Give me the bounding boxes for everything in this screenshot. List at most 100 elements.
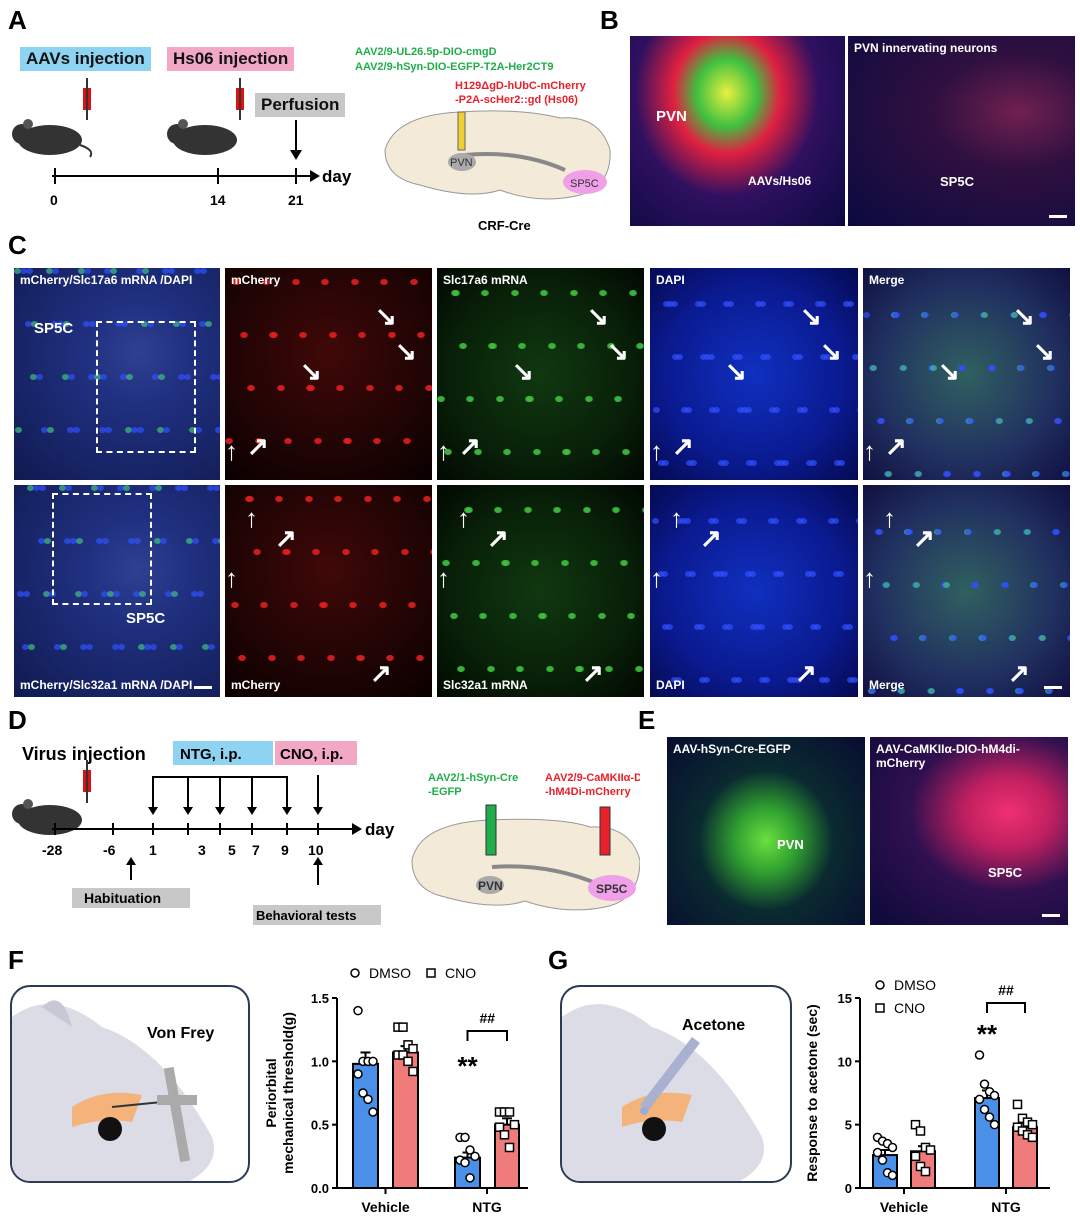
virus-red-1: H129ΔgD-hUbC-mCherry <box>455 80 587 92</box>
von-frey-cartoon: Von Frey <box>10 985 250 1183</box>
hash-annotation: ## <box>479 1010 495 1026</box>
arrow-icon: ↘ <box>300 356 322 386</box>
data-point-dmso <box>887 1142 898 1153</box>
arrow-icon: ↗ <box>672 431 694 461</box>
zoom-region-box <box>52 493 152 605</box>
data-point-cno <box>494 1122 505 1132</box>
perfusion-box: Perfusion <box>255 93 346 117</box>
data-point-cno <box>398 1050 408 1060</box>
channel-label: mCherry <box>231 273 281 287</box>
arrow-icon: ↑ <box>437 563 450 593</box>
micrograph-pvn: PVN AAVs/Hs06 <box>630 36 845 226</box>
channel-label: DAPI <box>656 678 685 692</box>
data-point-dmso <box>974 1094 985 1105</box>
data-point-cno <box>915 1161 926 1172</box>
arrow-icon: ↘ <box>1013 301 1035 331</box>
panel-d-schematic: Virus injection NTG, i.p. CNO, i.p. day … <box>12 741 640 925</box>
data-point-cno <box>915 1126 926 1136</box>
data-point-cno <box>925 1145 936 1155</box>
legend-marker-cno <box>875 1003 885 1013</box>
x-tick-label: Vehicle <box>880 1199 928 1215</box>
y-tick-label: 15 <box>838 991 852 1006</box>
arrow-icon: ↑ <box>650 436 663 466</box>
channel-label: Merge <box>869 273 905 287</box>
data-point-cno <box>920 1166 931 1177</box>
virus-red-2: -P2A-scHer2::gd (Hs06) <box>455 94 578 106</box>
syringe-icon <box>83 78 91 120</box>
hm4di-title-1: AAV-CaMKIIα-DIO-hM4di- <box>876 742 1020 756</box>
data-point-dmso <box>368 1107 378 1117</box>
tick: 1 <box>149 842 157 858</box>
y-tick-label: 0.5 <box>311 1118 329 1133</box>
data-point-cno <box>910 1151 921 1162</box>
channel-label: mCherry <box>231 678 281 692</box>
arrow-icon: ↘ <box>800 301 822 331</box>
hs06-injection-box: Hs06 injection <box>167 47 295 71</box>
tick-0: 0 <box>50 192 58 208</box>
data-point-dmso <box>363 1094 373 1105</box>
arrow-icon: ↗ <box>370 658 392 688</box>
syringe-icon <box>83 760 91 803</box>
pvn-label: PVN <box>478 879 503 893</box>
data-point-cno <box>408 1066 418 1077</box>
significance-bracket <box>466 1030 508 1041</box>
tick: 3 <box>198 842 206 858</box>
habituation-label: Habituation <box>84 890 161 906</box>
virus-green-1: AAV2/9-UL26.5p-DIO-cmgD <box>355 46 497 58</box>
zoom-region-box <box>96 321 196 453</box>
overview-label: mCherry/Slc17a6 mRNA /DAPI <box>20 273 193 287</box>
tick-21: 21 <box>288 192 304 208</box>
ntg-label: NTG, i.p. <box>180 746 242 763</box>
tick: 5 <box>228 842 236 858</box>
arrow-icon: ↘ <box>607 336 629 366</box>
day-label: day <box>322 167 352 186</box>
arrow-icon: ↗ <box>1008 658 1030 688</box>
tick: 7 <box>252 842 260 858</box>
arrow-icon: ↑ <box>457 503 470 533</box>
y-tick-label: 10 <box>838 1054 852 1069</box>
y-tick-label: 1.0 <box>311 1054 329 1069</box>
hash-annotation: ## <box>998 982 1014 998</box>
arrow-icon: ↗ <box>700 523 722 553</box>
channel-label: Merge <box>869 678 905 692</box>
significance-bracket <box>986 1002 1026 1013</box>
arrow-icon: ↗ <box>885 431 907 461</box>
pvn-label: PVN <box>450 157 473 169</box>
virus-red-1: AAV2/9-CaMKIIα-DIO <box>545 772 640 784</box>
data-point-dmso <box>989 1119 1000 1130</box>
arrow-icon: ↗ <box>582 658 604 688</box>
brain-sagittal-icon <box>411 804 640 911</box>
scale-bar <box>1044 686 1062 689</box>
arrow-icon: ↘ <box>395 336 417 366</box>
pvn-label: PVN <box>656 108 687 125</box>
day-label: day <box>365 820 395 839</box>
arrow-icon: ↘ <box>725 356 747 386</box>
data-point-dmso <box>353 1069 363 1079</box>
arrow-icon: ↑ <box>670 503 683 533</box>
micrograph-row2-col4: DAPI↑↗↑↗ <box>650 485 858 697</box>
aavs-injection-box: AAVs injection <box>20 47 151 71</box>
virus-injection-label: Virus injection <box>22 744 146 764</box>
channel-label: Slc17a6 mRNA <box>443 273 528 287</box>
data-point-cno <box>910 1119 921 1130</box>
data-point-dmso <box>974 1050 985 1060</box>
data-point-cno <box>1027 1132 1038 1143</box>
mouse-line-label: CRF-Cre <box>478 218 531 233</box>
data-point-dmso <box>465 1173 475 1183</box>
tick-14: 14 <box>210 192 226 208</box>
arrow-icon: ↑ <box>883 503 896 533</box>
virus-green-1: AAV2/1-hSyn-Cre <box>428 772 518 784</box>
scale-bar <box>1049 215 1067 218</box>
micrograph-row1-col2: mCherry↘↘↘↑↗ <box>225 268 432 480</box>
tick: -6 <box>103 842 116 858</box>
data-point-dmso <box>984 1112 995 1122</box>
acetone-cartoon: Acetone <box>560 985 792 1183</box>
scale-bar <box>1042 914 1060 917</box>
data-point-dmso <box>470 1151 480 1162</box>
sp5c-label: SP5C <box>940 174 974 189</box>
legend-marker-cno <box>426 968 436 978</box>
virus-green-2: -EGFP <box>428 786 462 798</box>
micrograph-row1-col5: Merge↘↘↘↑↗ <box>863 268 1070 480</box>
channel-label: DAPI <box>656 273 685 287</box>
